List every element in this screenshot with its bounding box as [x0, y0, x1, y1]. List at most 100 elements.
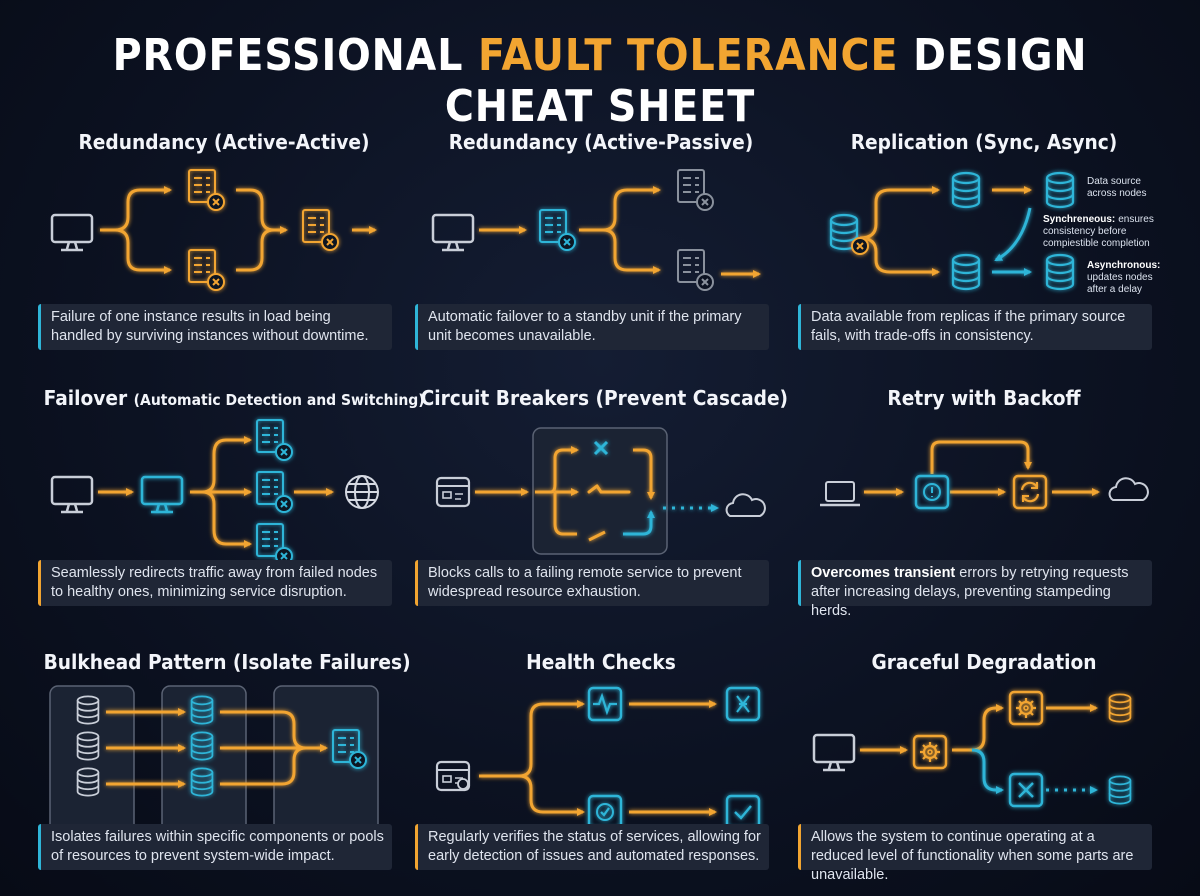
- monitor-icon: [140, 475, 184, 514]
- panel-title: Redundancy (Active-Active): [78, 130, 370, 154]
- alert-icon: [914, 474, 950, 510]
- close-icon: [1008, 772, 1044, 808]
- note-source-line1: Data source: [1087, 176, 1141, 187]
- x-badge-icon: [349, 751, 367, 769]
- panel-description: Failure of one instance results in load …: [38, 304, 392, 350]
- flow-arrows: [859, 186, 1032, 276]
- panel-title: Retry with Backoff: [887, 386, 1081, 410]
- globe-icon: [345, 475, 379, 509]
- database-icon: [1108, 775, 1132, 805]
- panel-bulkhead: Bulkhead Pattern (Isolate Failures) Isol…: [30, 650, 418, 896]
- app-window-icon: [435, 476, 471, 508]
- x-badge-icon: [321, 233, 339, 251]
- fault-badge-icon: [696, 193, 714, 211]
- flow-arrows: [106, 708, 328, 788]
- panel-title: Failover (Automatic Detection and Switch…: [43, 386, 425, 410]
- panel-replication: Replication (Sync, Async) Data source ac…: [790, 130, 1178, 385]
- note-sync-line3: compiestible completion: [1043, 238, 1150, 249]
- fault-badge-icon: [696, 273, 714, 291]
- fault-icon: [725, 686, 761, 722]
- x-badge-icon: [851, 237, 869, 255]
- panel-description: Overcomes transient errors by retrying r…: [798, 560, 1152, 619]
- x-badge-icon: [207, 193, 225, 211]
- note-async-line2: after a delay: [1087, 284, 1142, 295]
- gear-icon: [1008, 690, 1044, 726]
- panel-description: Automatic failover to a standby unit if …: [415, 304, 769, 350]
- database-icon: [1108, 693, 1132, 723]
- monitor-icon: [431, 213, 475, 252]
- circuit-breaker-diagram: [435, 427, 766, 555]
- page-title: PROFESSIONAL FAULT TOLERANCE DESIGN CHEA…: [60, 30, 1140, 132]
- panel-description: Seamlessly redirects traffic away from f…: [38, 560, 392, 606]
- pulse-icon: [587, 686, 623, 722]
- note-sync-line2: consistency before: [1043, 226, 1127, 237]
- monitor-icon: [50, 213, 94, 252]
- note-async-label: Asynchronous:: [1087, 260, 1160, 271]
- cloud-icon: [725, 493, 766, 517]
- database-icon: [1045, 253, 1075, 291]
- title-accent: FAULT TOLERANCE: [478, 30, 899, 81]
- note-source-line2: across nodes: [1087, 188, 1146, 199]
- flow-arrows: [100, 186, 377, 274]
- check-icon: [587, 794, 623, 830]
- refresh-icon: [1012, 474, 1048, 510]
- panel-description: Regularly verifies the status of service…: [415, 824, 769, 870]
- flow-arrows: [479, 186, 761, 278]
- monitor-icon: [50, 475, 94, 514]
- graceful-degradation-diagram: [812, 690, 1132, 808]
- failover-diagram: [50, 419, 379, 565]
- description-bold: Overcomes transient: [811, 565, 956, 581]
- panel-description: Data available from replicas if the prim…: [798, 304, 1152, 350]
- note-sync-line1: Synchreneous:ensures: [1043, 214, 1154, 225]
- x-badge-icon: [275, 443, 293, 461]
- bulkhead-pool: [49, 685, 135, 843]
- gear-icon: [912, 734, 948, 770]
- panel-title: Circuit Breakers (Prevent Cascade): [420, 386, 789, 410]
- panel-circuit-breakers: Circuit Breakers (Prevent Cascade) Block…: [407, 386, 795, 641]
- panel-description: Blocks calls to a failing remote service…: [415, 560, 769, 606]
- panel-title: Redundancy (Active-Passive): [448, 130, 754, 154]
- note-async-line1: updates nodes: [1087, 272, 1153, 283]
- replication-diagram: Data source across nodes Synchreneous:en…: [829, 171, 1160, 295]
- title-part-2: DESIGN CHEAT SHEET: [444, 30, 1088, 132]
- panel-retry-backoff: Retry with Backoff Overcomes transient e…: [790, 386, 1178, 641]
- x-badge-icon: [275, 495, 293, 513]
- redundancy-active-passive-diagram: [431, 169, 761, 291]
- x-badge-icon: [558, 233, 576, 251]
- bulkhead-diagram: [49, 685, 379, 843]
- panel-failover: Failover (Automatic Detection and Switch…: [30, 386, 425, 641]
- x-badge-icon: [207, 273, 225, 291]
- database-icon: [1045, 171, 1075, 209]
- note-sync-label: Synchreneous:: [1043, 214, 1115, 225]
- description-text: errors by retrying requests after increa…: [811, 565, 1129, 619]
- monitor-icon: [812, 733, 856, 772]
- panel-title-main: Failover: [43, 386, 128, 410]
- panel-title: Graceful Degradation: [871, 650, 1097, 674]
- title-part-1: PROFESSIONAL: [112, 30, 479, 81]
- panel-description: Isolates failures within specific compon…: [38, 824, 392, 870]
- flow-arrows: [475, 446, 655, 542]
- flow-arrows: [98, 436, 334, 548]
- cloud-icon: [1108, 477, 1149, 501]
- panel-title: Bulkhead Pattern (Isolate Failures): [43, 650, 411, 674]
- panel-title: Health Checks: [526, 650, 676, 674]
- check-icon: [725, 794, 761, 830]
- panel-graceful-degradation: Graceful Degradation: [790, 650, 1178, 896]
- laptop-icon: [818, 480, 862, 507]
- flow-arrows: [860, 704, 1098, 754]
- panel-redundancy-active-passive: Redundancy (Active-Passive) Automatic fa…: [407, 130, 795, 385]
- retry-backoff-diagram: [818, 440, 1149, 510]
- redundancy-active-active-diagram: [50, 169, 377, 291]
- health-checks-diagram: [435, 686, 761, 830]
- flow-arrows: [864, 440, 1100, 496]
- panel-title: Replication (Sync, Async): [850, 130, 1118, 154]
- panel-health-checks: Health Checks: [407, 650, 795, 896]
- flow-arrows: [479, 700, 717, 816]
- database-icon: [951, 253, 981, 291]
- panel-redundancy-active-active: Redundancy (Active-Active) Failure of on…: [30, 130, 418, 385]
- database-icon: [951, 171, 981, 209]
- panel-description: Allows the system to continue operating …: [798, 824, 1152, 883]
- panel-title-sub: (Automatic Detection and Switching): [133, 391, 425, 409]
- bulkhead-pool: [161, 685, 247, 843]
- note-sync-text: ensures: [1118, 214, 1154, 225]
